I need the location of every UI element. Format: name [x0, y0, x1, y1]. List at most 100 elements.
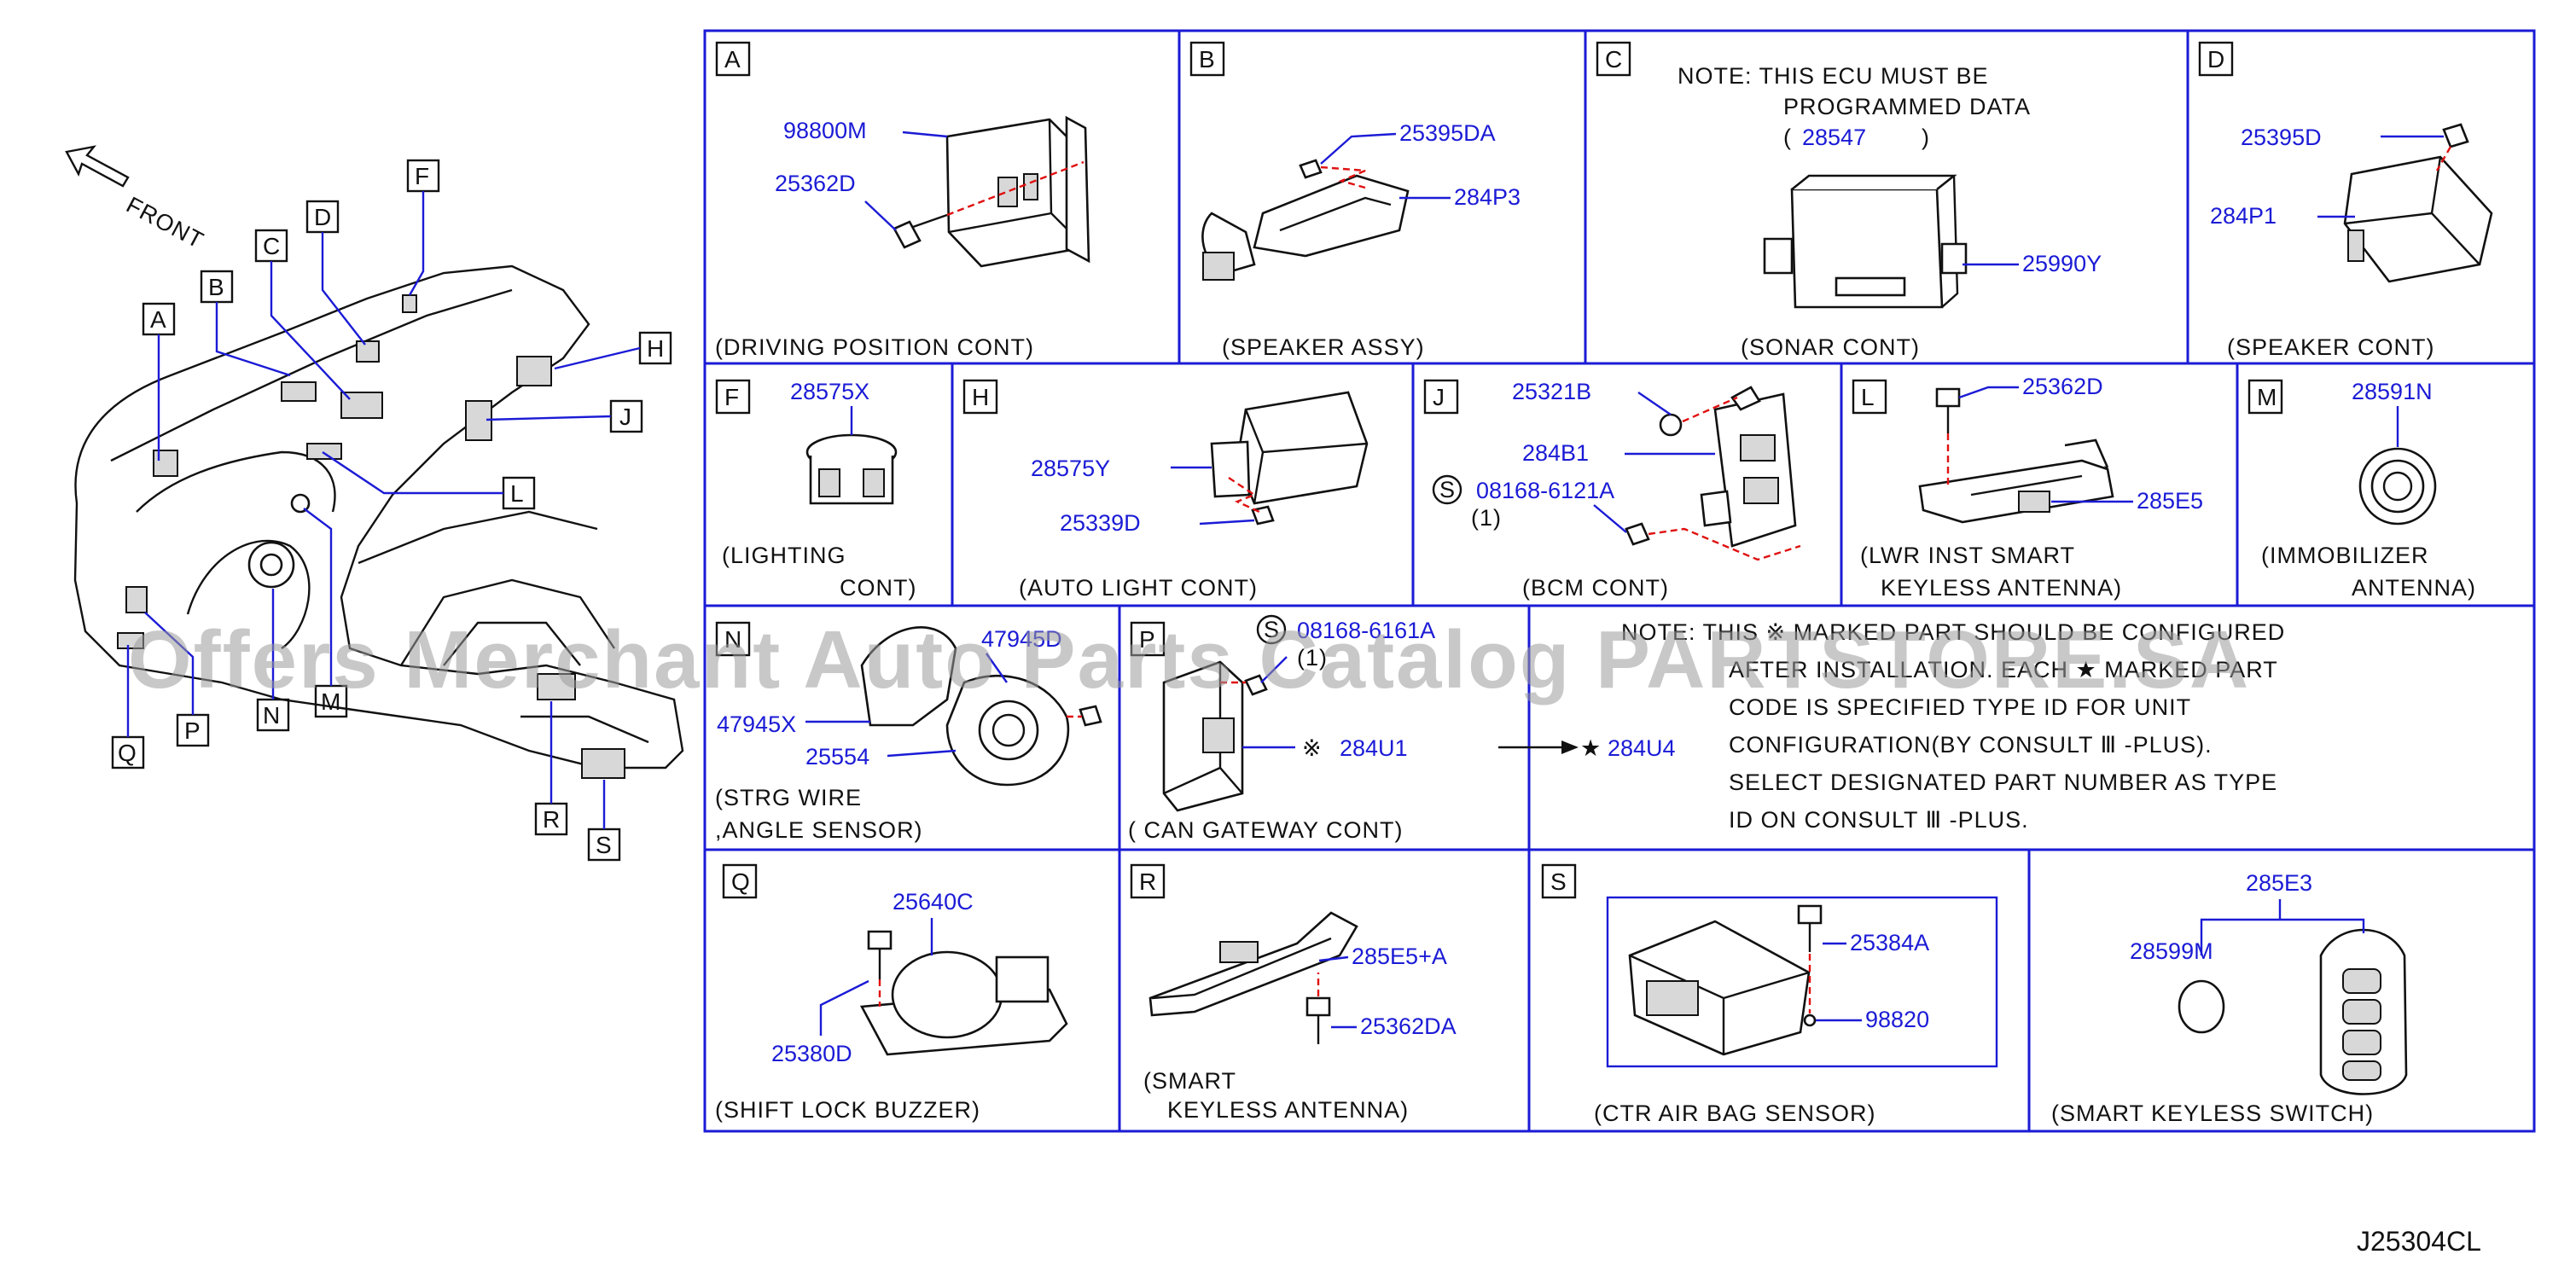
part-number[interactable]: 25384A — [1850, 930, 1929, 955]
panel-M: M 28591N (IMMOBILIZER ANTENNA) — [2247, 379, 2476, 601]
part-number[interactable]: 25380D — [771, 1041, 852, 1066]
part-number[interactable]: 98820 — [1865, 1007, 1929, 1032]
label: D — [2207, 46, 2224, 73]
label: ( — [1783, 125, 1792, 150]
callout-J[interactable]: J — [486, 399, 643, 433]
part-number[interactable]: 28599M — [2130, 938, 2213, 964]
panel-letter: A — [724, 46, 741, 73]
part-number[interactable]: 47945X — [717, 711, 796, 737]
panel-caption: (LIGHTING — [722, 543, 846, 568]
part-number[interactable]: 25395D — [2241, 125, 2322, 150]
part-number[interactable]: 284P3 — [1454, 184, 1521, 210]
part-number[interactable]: 25339D — [1060, 510, 1141, 536]
part-number[interactable]: 47945D — [981, 626, 1062, 652]
panel-caption: KEYLESS ANTENNA) — [1167, 1097, 1409, 1123]
label: F — [724, 384, 739, 410]
callout-L[interactable]: L — [322, 451, 536, 510]
panel-F: F 28575X (LIGHTING CONT) — [715, 379, 916, 601]
panel-caption: ( CAN GATEWAY CONT) — [1128, 817, 1404, 843]
part-number[interactable]: 284U1 — [1340, 735, 1408, 761]
part-number[interactable]: 284B1 — [1522, 440, 1589, 466]
label: A — [150, 306, 166, 333]
part-number[interactable]: 98800M — [783, 118, 867, 143]
panel-B: B 25395DA 284P3 (SPEAKER ASSY) — [1189, 41, 1521, 360]
part-number[interactable]: 25640C — [893, 889, 974, 915]
panel-caption: KEYLESS ANTENNA) — [1881, 575, 2122, 601]
callout-R[interactable]: R — [534, 701, 568, 836]
label: AFTER INSTALLATION. EACH ★ MARKED PART — [1729, 657, 2278, 682]
part-number[interactable]: 25554 — [805, 744, 869, 769]
panel-L: L 25362D 285E5 (LWR INST SMART KEYLESS A… — [1852, 374, 2203, 601]
callout-S[interactable]: S — [587, 780, 621, 862]
label: ) — [1922, 125, 1930, 150]
part-number[interactable]: 08168-6161A — [1297, 618, 1435, 643]
part-number[interactable]: 25395DA — [1399, 120, 1496, 146]
label: Q — [731, 868, 750, 895]
callout-D[interactable]: D — [305, 200, 366, 346]
label: N — [263, 702, 280, 729]
label: L — [1861, 384, 1875, 410]
part-number[interactable]: 28575X — [790, 379, 869, 404]
callout-C[interactable]: C — [254, 229, 351, 400]
front-label: FRONT — [122, 192, 208, 253]
label: S — [596, 832, 612, 858]
label: CODE IS SPECIFIED TYPE ID FOR UNIT — [1729, 694, 2191, 720]
label[interactable]: 28547 — [1802, 125, 1866, 150]
label: CONFIGURATION(BY CONSULT Ⅲ -PLUS). — [1729, 732, 2213, 758]
watermark: Offers Merchant Auto Parts Catalog PARTS… — [128, 614, 2250, 706]
part-number[interactable]: 28591N — [2352, 379, 2433, 404]
panel-caption: (BCM CONT) — [1522, 575, 1669, 601]
part-number[interactable]: 285E3 — [2246, 870, 2312, 896]
part-number[interactable]: 25321B — [1512, 379, 1591, 404]
config-note-panel: ★ 284U4 NOTE: THIS ※ MARKED PART SHOULD … — [1498, 619, 2284, 833]
panel-J: J 25321B 284B1 S 08168-6121A (1) (BCM CO… — [1423, 379, 1801, 601]
part-number[interactable]: 25362DA — [1360, 1013, 1457, 1039]
panel-grid — [703, 29, 2536, 1133]
label: R — [1139, 868, 1156, 895]
panel-R: R 285E5+A 25362DA (SMART KEYLESS ANTENNA… — [1130, 863, 1457, 1123]
label: M — [2257, 384, 2277, 410]
part-number[interactable]: 285E5+A — [1352, 944, 1447, 969]
label: C — [263, 233, 280, 259]
part-number[interactable]: 285E5 — [2137, 488, 2203, 514]
label[interactable]: 284U4 — [1608, 735, 1676, 761]
panel-S: S 25384A 98820 (CTR AIR BAG SENSOR) — [1541, 863, 1998, 1126]
label: ※ — [1302, 735, 1323, 761]
callout-P[interactable]: P — [144, 612, 210, 747]
label: NOTE: THIS ECU MUST BE — [1678, 63, 1989, 89]
label: PROGRAMMED DATA — [1783, 94, 2031, 119]
panel-C: C NOTE: THIS ECU MUST BE PROGRAMMED DATA… — [1596, 41, 2102, 360]
callout-F[interactable]: F — [406, 159, 440, 296]
panel-H: H 28575Y 25339D (AUTO LIGHT CONT) — [962, 379, 1369, 601]
panel-caption: (SMART — [1143, 1068, 1236, 1094]
panel-caption: (CTR AIR BAG SENSOR) — [1594, 1100, 1876, 1126]
callout-M[interactable]: M — [303, 508, 348, 718]
label: P — [1139, 626, 1155, 653]
panel-D: D 25395D 284P1 (SPEAKER CONT) — [2198, 41, 2493, 360]
panel-caption: (STRG WIRE — [715, 785, 862, 810]
label: M — [321, 688, 340, 715]
panel-caption: (DRIVING POSITION CONT) — [715, 334, 1034, 360]
label: (1) — [1297, 645, 1328, 671]
panel-caption: ANTENNA) — [2352, 575, 2476, 601]
label: P — [184, 717, 201, 744]
part-number[interactable]: 284P1 — [2210, 203, 2277, 229]
part-number[interactable]: 25362D — [2022, 374, 2103, 399]
label: L — [510, 480, 524, 507]
front-arrow-icon — [65, 145, 130, 188]
label: H — [972, 384, 989, 410]
callout-B[interactable]: B — [200, 270, 291, 377]
part-number[interactable]: 25362D — [775, 171, 856, 196]
part-number[interactable]: 08168-6121A — [1476, 478, 1614, 503]
arrow-icon — [1561, 740, 1579, 754]
part-number[interactable]: 28575Y — [1031, 456, 1110, 481]
part-number[interactable]: 25990Y — [2022, 251, 2102, 276]
callout-H[interactable]: H — [554, 331, 672, 370]
callout-Q[interactable]: Q — [111, 645, 145, 769]
panel-Q: Q 25640C 25380D (SHIFT LOCK BUZZER) — [715, 863, 1068, 1123]
panel-caption: ,ANGLE SENSOR) — [715, 817, 923, 843]
label: Q — [118, 740, 137, 766]
callout-A[interactable]: A — [142, 302, 176, 461]
callout-N[interactable]: N — [256, 589, 290, 732]
label: SELECT DESIGNATED PART NUMBER AS TYPE — [1729, 769, 2277, 795]
